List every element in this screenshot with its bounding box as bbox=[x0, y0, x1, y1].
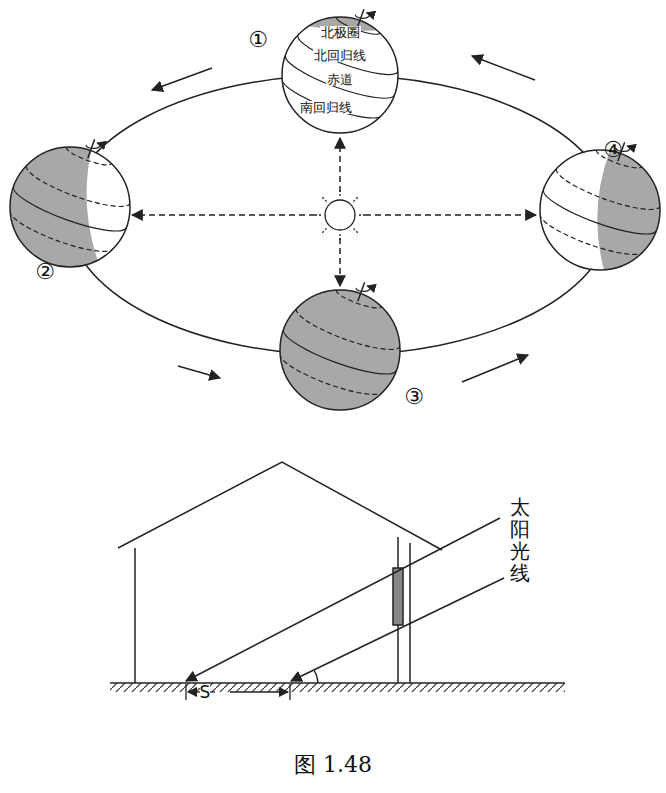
latitude-label: 北极圈 bbox=[320, 26, 361, 39]
globe bbox=[274, 5, 413, 133]
globe bbox=[1, 135, 145, 267]
callout-number: ④ bbox=[603, 139, 623, 161]
angle-arc bbox=[314, 670, 318, 683]
latitude-label: 赤道 bbox=[326, 73, 354, 86]
callout-number: ③ bbox=[404, 386, 424, 408]
latitude-label: 北回归线 bbox=[313, 49, 367, 62]
sun bbox=[314, 189, 366, 241]
globe bbox=[531, 138, 666, 270]
sun-rays bbox=[186, 518, 504, 681]
callout-number: ② bbox=[35, 261, 55, 283]
sunlight-arrows bbox=[132, 138, 536, 286]
earth-globes bbox=[1, 5, 666, 410]
earth-globe: 北极圈北回归线赤道南回归线 bbox=[282, 17, 398, 133]
house bbox=[110, 462, 565, 692]
sunlight-label: 太阳光线 bbox=[510, 496, 530, 584]
callout-number: ① bbox=[248, 29, 268, 51]
dimension-s bbox=[186, 684, 290, 700]
latitude-label: 南回归线 bbox=[299, 101, 353, 114]
globe bbox=[271, 278, 415, 410]
figure-caption: 图 1.48 bbox=[294, 754, 372, 776]
dimension-label: S bbox=[200, 684, 211, 701]
